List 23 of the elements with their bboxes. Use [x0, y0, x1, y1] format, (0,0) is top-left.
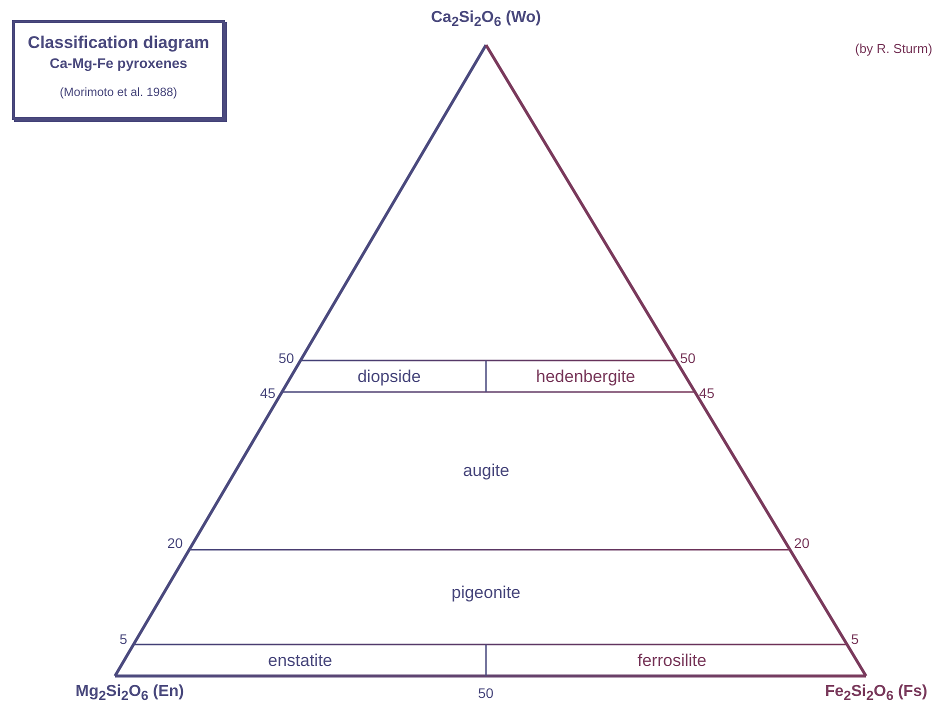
endmember-label: Ca$_{2}$Si$_{2}$O$_{6}$ (Wo)	[431, 10, 541, 29]
axis-tick-label: 20	[794, 536, 810, 550]
field-label: pigeonite	[452, 584, 521, 601]
axis-tick-label: 45	[699, 386, 715, 400]
author-note: (by R. Sturm)	[855, 42, 932, 55]
axis-tick-label: 5	[851, 632, 859, 646]
field-label: hedenbergite	[536, 368, 636, 386]
axis-tick-label: 45	[260, 386, 276, 400]
field-label: augite	[463, 462, 510, 479]
axis-tick-label: 50	[278, 350, 294, 364]
axis-tick-label: 50	[478, 686, 494, 700]
citation: (Morimoto et al. 1988)	[58, 85, 178, 99]
field-label: enstatite	[268, 652, 332, 669]
field-label: diopside	[357, 368, 421, 386]
field-label: ferrosilite	[638, 652, 706, 669]
axis-tick-label: 5	[120, 632, 128, 646]
axis-tick-label: 20	[167, 536, 183, 550]
axis-tick-label: 50	[680, 350, 696, 364]
title-box	[12, 20, 225, 120]
title-heading: Classification diagram	[26, 33, 210, 53]
subtitle: Ca-Mg-Fe pyroxenes	[48, 55, 188, 71]
endmember-label: Mg$_{2}$Si$_{2}$O$_{6}$ (En)	[76, 684, 184, 703]
endmember-label: Fe$_{2}$Si$_{2}$O$_{6}$ (Fs)	[825, 684, 928, 703]
